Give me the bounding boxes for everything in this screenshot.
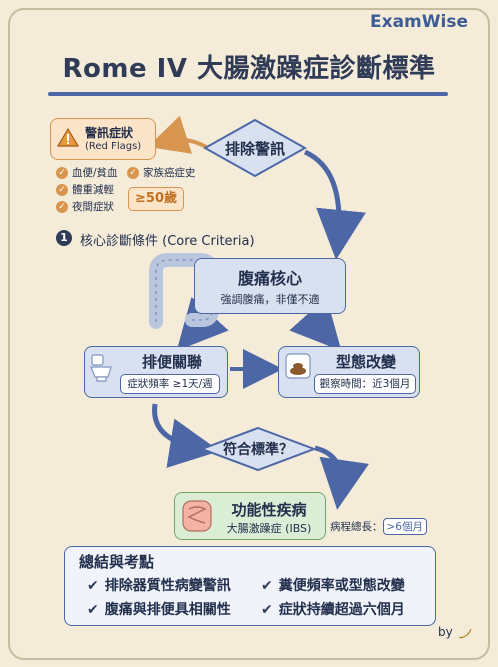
summary-item: ✔症狀持續超過六個月 — [261, 602, 405, 618]
red-flags-label: 警訊症狀 — [85, 126, 134, 140]
check-icon: ✔ — [261, 602, 273, 618]
check-icon: ✔ — [87, 602, 99, 618]
frequency-pill: 症狀頻率 ≥1天/週 — [120, 374, 220, 394]
observation-pill: 觀察時間：近3個月 — [314, 374, 416, 394]
stool-sample-icon — [285, 353, 311, 379]
core-criteria-label: 核心診斷條件 (Core Criteria) — [80, 234, 255, 249]
exclude-diamond — [203, 118, 307, 178]
red-flag-item: ✓家族癌症史 — [127, 165, 196, 180]
brand-label: ExamWise — [370, 12, 468, 32]
red-flag-item: ✓體重減輕 — [56, 182, 114, 197]
ibs-title: 功能性疾病 — [231, 501, 307, 519]
page-title: Rome IV 大腸激躁症診斷標準 — [62, 54, 436, 84]
red-flag-item: ✓夜間症狀 — [56, 199, 114, 214]
page-border — [8, 8, 490, 660]
arrow-meets-to-ibs — [314, 445, 369, 510]
age-threshold-badge: ≥50歲 — [128, 187, 184, 211]
exclude-label: 排除警訊 — [224, 140, 285, 158]
form-change-title: 型態改變 — [335, 353, 396, 371]
warning-icon — [57, 127, 79, 147]
red-flags-sub: (Red Flags) — [85, 141, 142, 152]
defecation-title: 排便關聯 — [141, 353, 202, 371]
duration-value: >6個月 — [382, 518, 427, 535]
check-icon: ✓ — [127, 167, 139, 179]
summary-panel: 總結與考點 ✔排除器質性病變警訊 ✔糞便頻率或型態改變 ✔腹痛與排便具相關性 ✔… — [64, 546, 436, 626]
pain-core-sub: 強調腹痛，非僅不適 — [220, 293, 320, 306]
red-flag-item: ✓血便/貧血 — [56, 165, 118, 180]
summary-title: 總結與考點 — [79, 553, 155, 571]
meets-criteria-label: 符合標準？ — [223, 442, 293, 458]
summary-item: ✔排除器質性病變警訊 — [87, 578, 231, 594]
summary-item: ✔糞便頻率或型態改變 — [261, 578, 405, 594]
arrow-pain-to-form — [289, 296, 342, 351]
check-icon: ✔ — [261, 578, 273, 594]
step-number-badge: 1 — [56, 230, 72, 246]
red-flags-box: 警訊症狀 (Red Flags) — [50, 118, 156, 160]
check-icon: ✓ — [56, 201, 68, 213]
check-icon: ✓ — [56, 184, 68, 196]
arrow-exclude-to-pain — [303, 149, 366, 260]
summary-item: ✔腹痛與排便具相關性 — [87, 602, 231, 618]
check-icon: ✓ — [56, 167, 68, 179]
ibs-sub: 大腸激躁症 (IBS) — [226, 522, 312, 535]
pain-core-title: 腹痛核心 — [237, 269, 302, 288]
arrow-defecation-to-meets — [152, 403, 220, 468]
ibs-box: 功能性疾病 大腸激躁症 (IBS) — [174, 492, 326, 540]
duration-label: 病程總長：>6個月 — [330, 518, 427, 535]
toilet-icon — [90, 354, 112, 382]
credit-label: by — [438, 625, 473, 640]
banana-icon — [458, 628, 471, 638]
check-icon: ✔ — [87, 578, 99, 594]
arrow-exclude-to-redflags — [147, 115, 209, 154]
intestine-icon — [182, 500, 212, 532]
pain-core-box: 腹痛核心 強調腹痛，非僅不適 — [194, 258, 346, 314]
meets-criteria-diamond — [200, 426, 316, 472]
title-underline — [48, 92, 448, 96]
